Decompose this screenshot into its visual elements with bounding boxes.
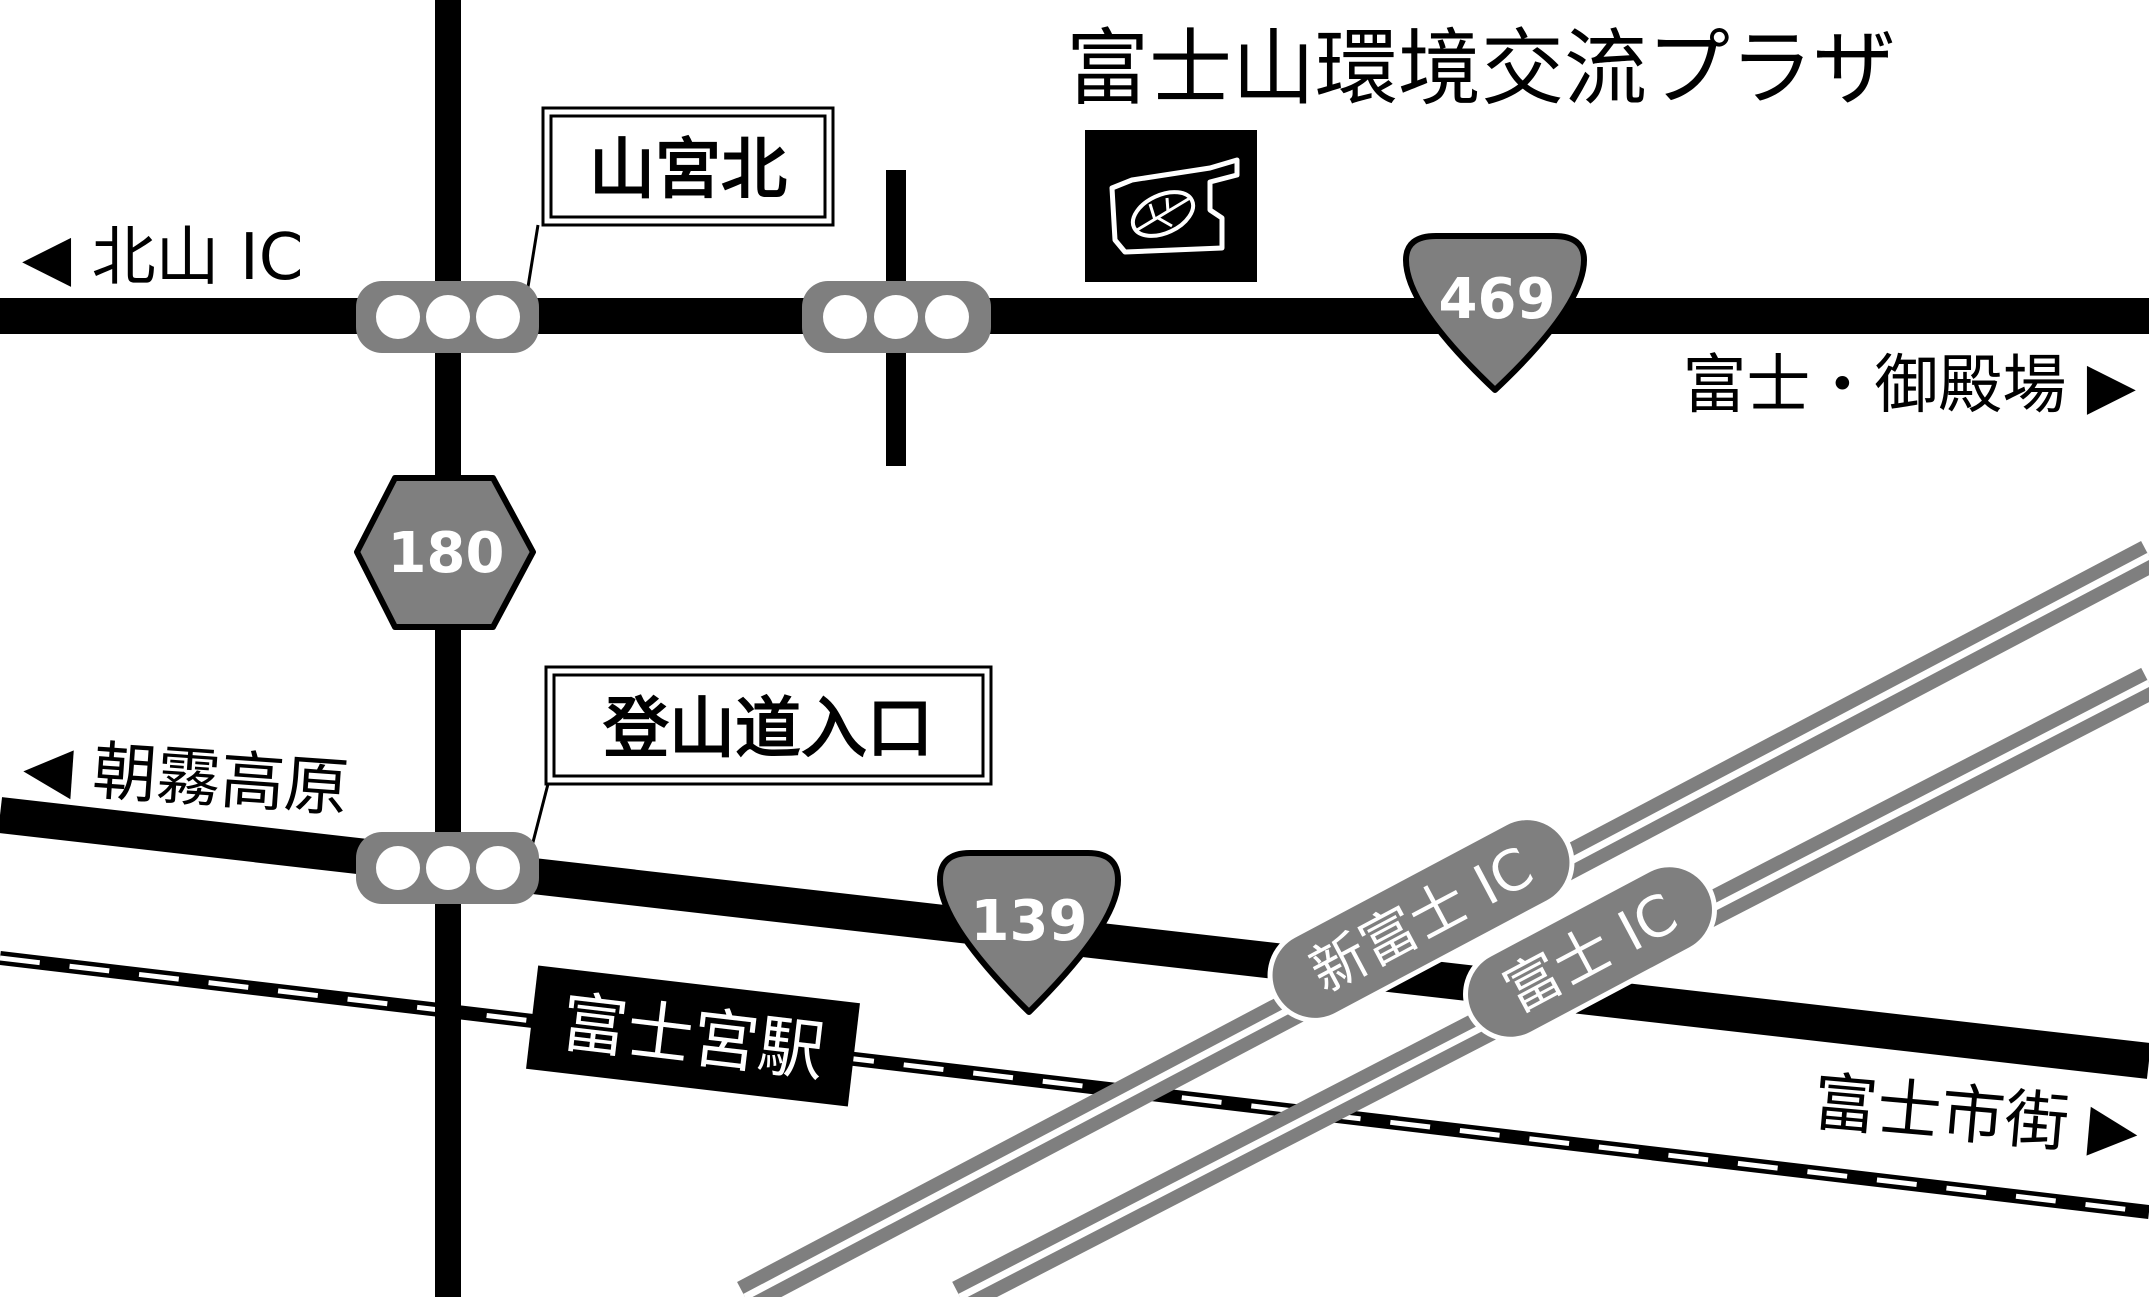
facility-title: 富士山環境交流プラザ (1066, 20, 1896, 117)
traffic-signal-icon (356, 832, 539, 904)
route-469-shield: 469 (1403, 233, 1587, 393)
leader-line-yamamiya (525, 224, 540, 294)
route-139-shield: 139 (937, 850, 1121, 1015)
route-180-shield: 180 (354, 475, 536, 630)
svg-text:山宮北: 山宮北 (589, 131, 787, 208)
fuji-ic-badge: 富士 IC (1463, 862, 1717, 1042)
traffic-signal-icon (356, 281, 539, 353)
direction-fuji-shigai: 富士市街 ▶ (1810, 1066, 2142, 1168)
svg-text:登山道入口: 登山道入口 (602, 690, 933, 767)
direction-fuji-gotemba: 富士・御殿場 ▶ (1682, 349, 2136, 423)
railway-line (0, 951, 2149, 1219)
intersection-label-tozandou-iriguchi: 登山道入口 (544, 665, 993, 786)
leaf-logo-icon (1085, 130, 1257, 282)
svg-text:139: 139 (971, 889, 1088, 954)
svg-text:469: 469 (1439, 267, 1556, 332)
leader-line-tozandou (530, 783, 550, 847)
station-label: 富士宮駅 (526, 965, 860, 1107)
svg-text:180: 180 (388, 521, 505, 586)
direction-kitayama-ic: ◀ 北山 IC (22, 221, 303, 295)
intersection-label-yamamiya-kita: 山宮北 (541, 106, 835, 227)
traffic-signal-icon (802, 281, 991, 353)
